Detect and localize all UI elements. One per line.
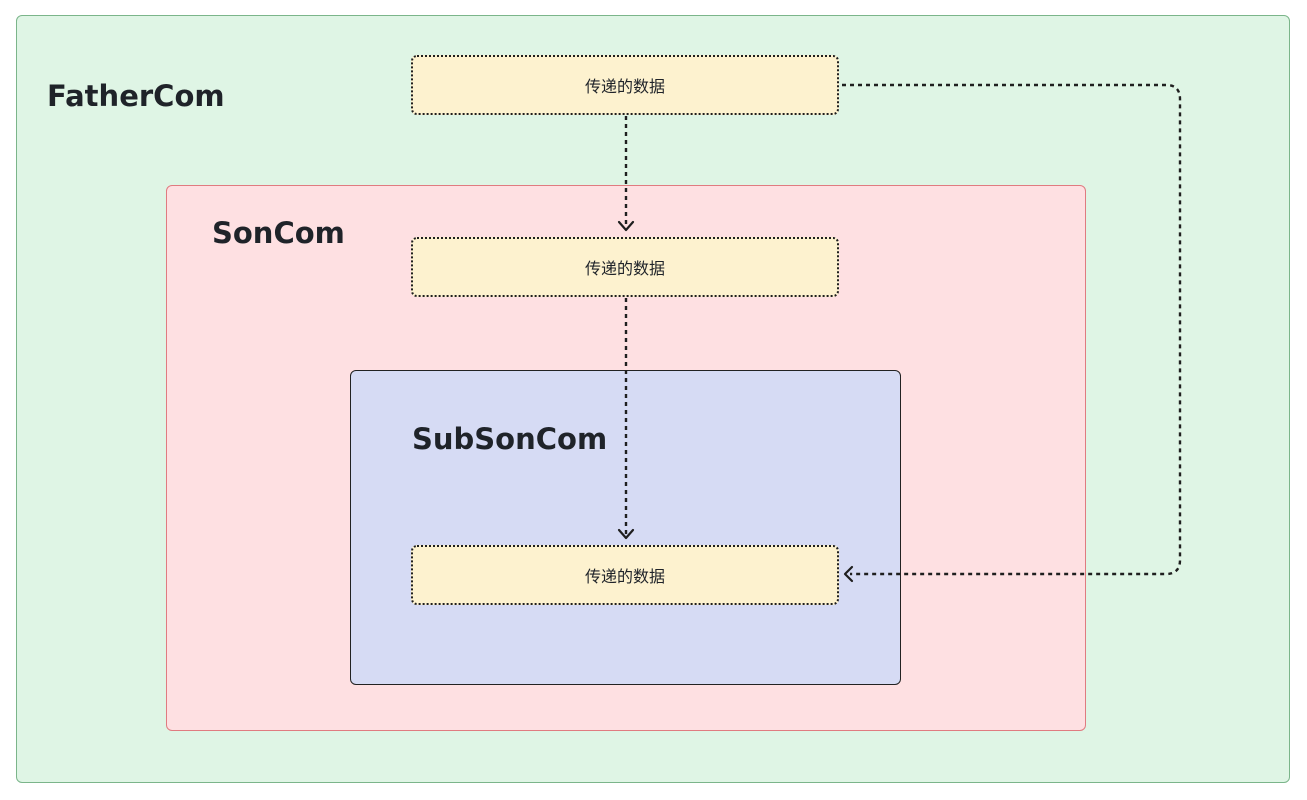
son-data-box[interactable]: 传递的数据 [411, 237, 839, 297]
father-data-box[interactable]: 传递的数据 [411, 55, 839, 115]
father-com-title: FatherCom [47, 79, 225, 113]
subson-data-box[interactable]: 传递的数据 [411, 545, 839, 605]
subson-com-container [350, 370, 901, 685]
son-com-title: SonCom [212, 216, 345, 250]
subson-com-title: SubSonCom [412, 422, 608, 456]
